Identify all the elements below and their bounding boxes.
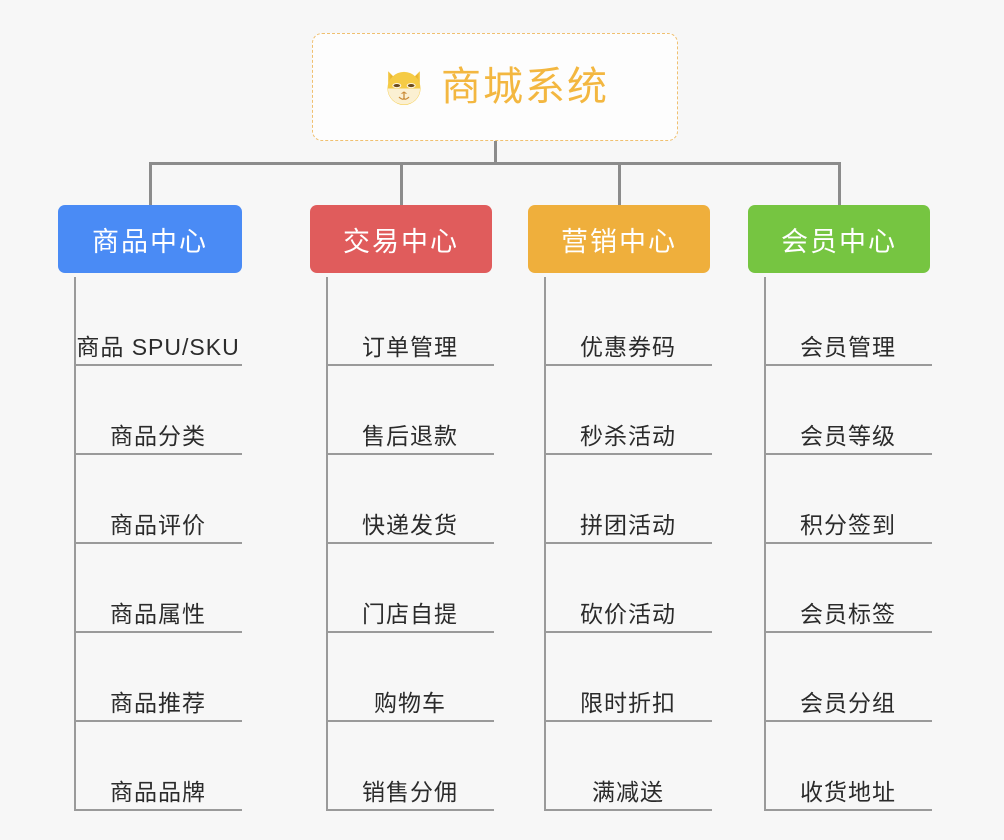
- leaf-item-label: 会员标签: [800, 600, 896, 627]
- leaf-item[interactable]: 会员分组: [764, 633, 932, 722]
- category-box-3[interactable]: 营销中心: [528, 205, 710, 273]
- leaf-item[interactable]: 拼团活动: [544, 455, 712, 544]
- leaf-item[interactable]: 购物车: [326, 633, 494, 722]
- leaf-item[interactable]: 砍价活动: [544, 544, 712, 633]
- leaf-item[interactable]: 快递发货: [326, 455, 494, 544]
- root-title: 商城系统: [441, 65, 609, 109]
- leaf-item-label: 快递发货: [362, 511, 458, 538]
- leaf-item-label: 会员等级: [800, 422, 896, 449]
- leaf-item-label: 商品分类: [110, 422, 206, 449]
- leaf-item-label: 售后退款: [362, 422, 458, 449]
- connector-root-stem: [493, 141, 497, 165]
- leaf-item[interactable]: 门店自提: [326, 544, 494, 633]
- leaf-item-label: 商品评价: [110, 511, 206, 538]
- leaf-column-4: 会员管理会员等级积分签到会员标签会员分组收货地址: [764, 277, 932, 811]
- leaf-item[interactable]: 商品分类: [74, 366, 242, 455]
- leaf-item[interactable]: 满减送: [544, 722, 712, 811]
- leaf-item[interactable]: 秒杀活动: [544, 366, 712, 455]
- connector-branch-drop-1: [148, 162, 152, 205]
- leaf-item[interactable]: 售后退款: [326, 366, 494, 455]
- leaf-item-label: 积分签到: [800, 511, 896, 538]
- leaf-column-2: 订单管理售后退款快递发货门店自提购物车销售分佣: [326, 277, 494, 811]
- leaf-item-label: 收货地址: [800, 778, 896, 805]
- category-box-2[interactable]: 交易中心: [310, 205, 492, 273]
- leaf-item-label: 商品属性: [110, 600, 206, 627]
- leaf-item-label: 商品 SPU/SKU: [76, 333, 240, 360]
- category-label: 会员中心: [781, 226, 897, 257]
- leaf-spine: [74, 277, 76, 811]
- leaf-item[interactable]: 优惠券码: [544, 277, 712, 366]
- leaf-spine: [326, 277, 328, 811]
- leaf-item[interactable]: 商品 SPU/SKU: [74, 277, 242, 366]
- leaf-item[interactable]: 会员等级: [764, 366, 932, 455]
- leaf-item[interactable]: 会员管理: [764, 277, 932, 366]
- leaf-item[interactable]: 商品属性: [74, 544, 242, 633]
- connector-branch-drop-4: [837, 162, 841, 205]
- leaf-item[interactable]: 会员标签: [764, 544, 932, 633]
- leaf-item[interactable]: 商品评价: [74, 455, 242, 544]
- leaf-item-label: 会员管理: [800, 333, 896, 360]
- leaf-item[interactable]: 积分签到: [764, 455, 932, 544]
- leaf-item-label: 优惠券码: [580, 333, 676, 360]
- leaf-item-label: 商品推荐: [110, 689, 206, 716]
- connector-branch-drop-2: [399, 162, 403, 205]
- leaf-item-label: 秒杀活动: [580, 422, 676, 449]
- leaf-column-1: 商品 SPU/SKU 商品分类商品评价商品属性商品推荐商品品牌: [74, 277, 242, 811]
- leaf-item[interactable]: 收货地址: [764, 722, 932, 811]
- root-node-shopping-mall-system[interactable]: 商城系统: [312, 33, 678, 141]
- shiba-dog-face-icon: [387, 71, 421, 105]
- category-label: 营销中心: [561, 226, 677, 257]
- leaf-item-label: 购物车: [374, 689, 446, 716]
- connector-horizontal-bus: [148, 162, 841, 165]
- connector-branch-drop-3: [617, 162, 621, 205]
- category-label: 交易中心: [343, 226, 459, 257]
- leaf-item[interactable]: 限时折扣: [544, 633, 712, 722]
- category-box-4[interactable]: 会员中心: [748, 205, 930, 273]
- leaf-spine: [764, 277, 766, 811]
- leaf-item-label: 限时折扣: [580, 689, 676, 716]
- leaf-item-label: 会员分组: [800, 689, 896, 716]
- category-box-1[interactable]: 商品中心: [58, 205, 242, 273]
- leaf-item-label: 商品品牌: [110, 778, 206, 805]
- leaf-item-label: 拼团活动: [580, 511, 676, 538]
- leaf-item[interactable]: 销售分佣: [326, 722, 494, 811]
- leaf-item[interactable]: 商品品牌: [74, 722, 242, 811]
- leaf-item-label: 订单管理: [362, 333, 458, 360]
- leaf-item-label: 门店自提: [362, 600, 458, 627]
- leaf-item-label: 砍价活动: [580, 600, 676, 627]
- leaf-item-label: 满减送: [592, 778, 664, 805]
- leaf-item[interactable]: 订单管理: [326, 277, 494, 366]
- leaf-spine: [544, 277, 546, 811]
- leaf-column-3: 优惠券码秒杀活动拼团活动砍价活动限时折扣满减送: [544, 277, 712, 811]
- leaf-item[interactable]: 商品推荐: [74, 633, 242, 722]
- leaf-item-label: 销售分佣: [362, 778, 458, 805]
- category-label: 商品中心: [92, 226, 208, 257]
